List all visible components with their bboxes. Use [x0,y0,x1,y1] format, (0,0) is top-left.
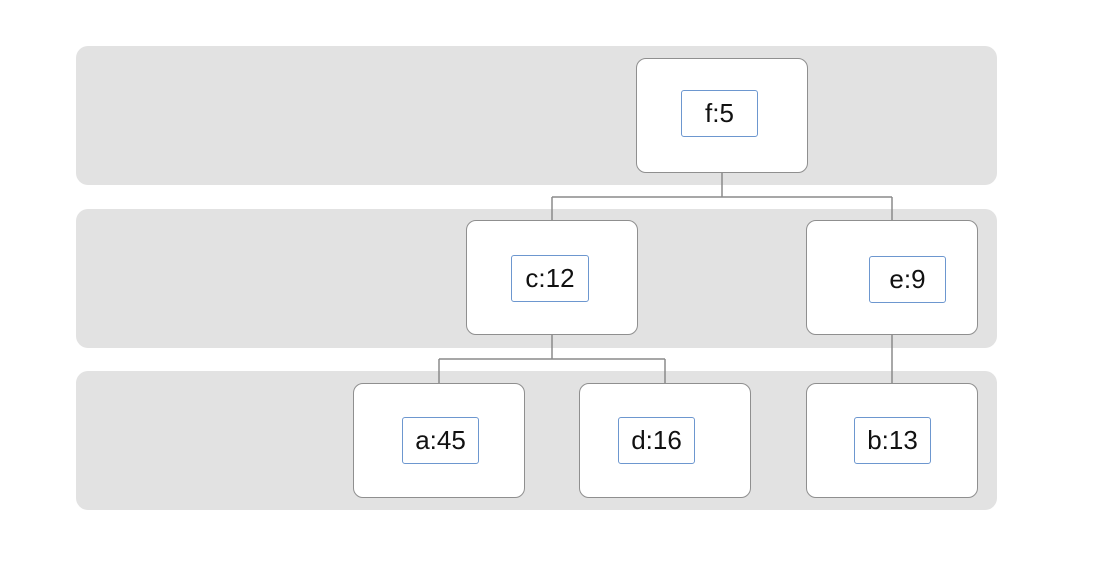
node-label-c: c:12 [511,255,589,302]
tree-node-root[interactable]: f:5 [636,58,808,173]
tree-node-b[interactable]: b:13 [806,383,978,498]
node-label-d: d:16 [618,417,695,464]
node-label-e: e:9 [869,256,946,303]
node-label-root: f:5 [681,90,758,137]
tree-node-c[interactable]: c:12 [466,220,638,335]
tree-node-e[interactable]: e:9 [806,220,978,335]
node-label-a: a:45 [402,417,479,464]
tree-node-d[interactable]: d:16 [579,383,751,498]
tree-node-a[interactable]: a:45 [353,383,525,498]
level-band-root [76,46,997,185]
node-label-b: b:13 [854,417,931,464]
